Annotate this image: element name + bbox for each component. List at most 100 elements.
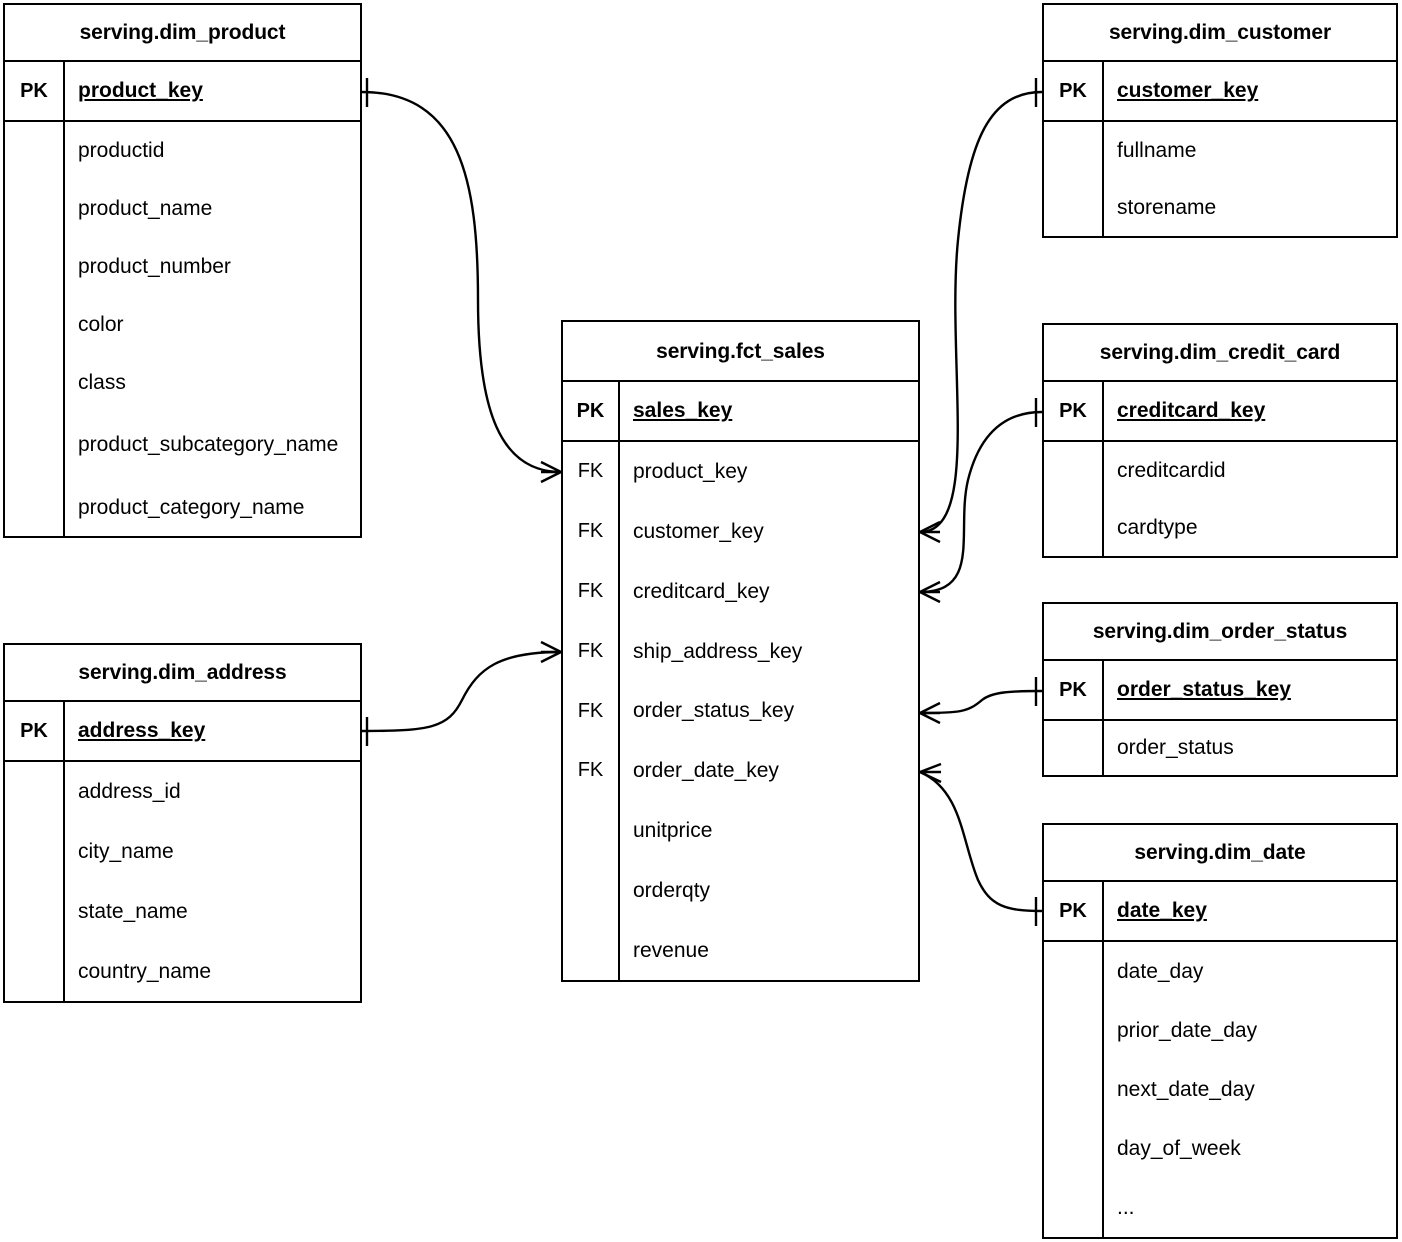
attribute-row: revenue — [563, 920, 918, 981]
entity-fct-sales[interactable]: serving.fct_sales PK sales_key FK produc… — [561, 320, 920, 982]
attribute-list-dim-customer: fullname storename — [1044, 122, 1396, 236]
attribute-row: FK order_status_key — [563, 681, 918, 741]
attribute-key — [5, 762, 65, 822]
attribute-row: product_subcategory_name — [5, 411, 360, 479]
entity-title-dim-date: serving.dim_date — [1044, 825, 1396, 882]
attribute-name: ... — [1117, 1195, 1135, 1219]
attribute-name: orderqty — [633, 878, 711, 902]
attribute-key — [5, 353, 65, 412]
relationship-product — [361, 78, 562, 484]
pk-marker: PK — [5, 702, 65, 760]
attribute-row: FK ship_address_key — [563, 621, 918, 682]
attribute-row: state_name — [5, 881, 360, 942]
attribute-key: FK — [563, 442, 620, 502]
attribute-key — [1044, 1001, 1104, 1060]
attribute-name: productid — [78, 139, 165, 163]
attribute-row: prior_date_day — [1044, 1001, 1396, 1060]
attribute-row: next_date_day — [1044, 1060, 1396, 1119]
attribute-name: country_name — [78, 959, 212, 983]
crowsfoot-customer — [919, 520, 941, 544]
relationship-address — [361, 640, 562, 746]
attribute-row: FK order_date_key — [563, 740, 918, 801]
attribute-name: city_name — [78, 840, 174, 864]
attribute-key — [563, 860, 620, 921]
crowsfoot-address — [540, 640, 562, 664]
pk-column-name: customer_key — [1117, 79, 1259, 103]
attribute-row: ... — [1044, 1178, 1396, 1237]
attribute-name: product_key — [633, 460, 748, 484]
attribute-row: product_category_name — [5, 478, 360, 537]
attribute-key — [5, 295, 65, 354]
relationship-creditcard — [919, 398, 1043, 604]
attribute-name: cardtype — [1117, 515, 1198, 539]
attribute-name: prior_date_day — [1117, 1018, 1258, 1042]
attribute-row: color — [5, 295, 360, 354]
attribute-list-dim-product: productid product_name product_number co… — [5, 122, 360, 537]
pk-column-name: date_key — [1117, 899, 1207, 923]
relationship-orderstatus — [919, 677, 1043, 725]
entity-title-dim-product: serving.dim_product — [5, 5, 360, 62]
attribute-row: fullname — [1044, 122, 1396, 179]
attribute-row: day_of_week — [1044, 1119, 1396, 1178]
attribute-name: order_status — [1117, 736, 1234, 760]
pk-column-name: order_status_key — [1117, 678, 1291, 702]
attribute-name: creditcardid — [1117, 458, 1226, 482]
attribute-key — [5, 122, 65, 180]
attribute-key — [5, 478, 65, 537]
attribute-key — [563, 920, 620, 981]
attribute-name: day_of_week — [1117, 1136, 1241, 1160]
attribute-key — [1044, 1178, 1104, 1237]
attribute-key — [5, 941, 65, 1001]
attribute-row: order_status — [1044, 721, 1396, 775]
pk-marker: PK — [1044, 661, 1104, 719]
attribute-name: next_date_day — [1117, 1077, 1255, 1101]
crowsfoot-orderstatus — [919, 701, 941, 725]
pk-column-name: creditcard_key — [1117, 399, 1266, 423]
attribute-row: address_id — [5, 762, 360, 822]
attribute-key — [1044, 1119, 1104, 1178]
attribute-name: ship_address_key — [633, 639, 803, 663]
pk-row-dim-product: PK product_key — [5, 62, 360, 122]
pk-marker: PK — [5, 62, 65, 120]
attribute-key: FK — [563, 501, 620, 562]
entity-dim-order-status[interactable]: serving.dim_order_status PK order_status… — [1042, 602, 1398, 777]
crowsfoot-product — [540, 460, 562, 484]
entity-title-fct-sales: serving.fct_sales — [563, 322, 918, 382]
attribute-row: FK creditcard_key — [563, 561, 918, 622]
entity-title-dim-credit-card: serving.dim_credit_card — [1044, 325, 1396, 382]
entity-dim-credit-card[interactable]: serving.dim_credit_card PK creditcard_ke… — [1042, 323, 1398, 558]
entity-dim-address[interactable]: serving.dim_address PK address_key addre… — [3, 643, 362, 1003]
attribute-name: product_name — [78, 197, 213, 221]
pk-row-dim-credit-card: PK creditcard_key — [1044, 382, 1396, 442]
attribute-name: date_day — [1117, 959, 1204, 983]
attribute-name: product_category_name — [78, 495, 305, 519]
entity-title-dim-customer: serving.dim_customer — [1044, 5, 1396, 62]
attribute-row: product_name — [5, 179, 360, 238]
attribute-key: FK — [563, 740, 620, 801]
pk-row-dim-address: PK address_key — [5, 702, 360, 762]
attribute-key — [1044, 122, 1104, 179]
attribute-key — [1044, 442, 1104, 499]
attribute-list-dim-date: date_day prior_date_day next_date_day da… — [1044, 942, 1396, 1237]
attribute-key — [1044, 499, 1104, 556]
pk-marker: PK — [1044, 382, 1104, 440]
attribute-row: FK product_key — [563, 442, 918, 502]
attribute-list-fct-sales: FK product_key FK customer_key FK credit… — [563, 442, 918, 981]
attribute-name: unitprice — [633, 819, 713, 843]
attribute-name: product_number — [78, 255, 231, 279]
attribute-row: city_name — [5, 821, 360, 882]
attribute-key — [5, 179, 65, 238]
attribute-row: unitprice — [563, 800, 918, 861]
entity-dim-date[interactable]: serving.dim_date PK date_key date_day pr… — [1042, 823, 1398, 1239]
entity-dim-product[interactable]: serving.dim_product PK product_key produ… — [3, 3, 362, 538]
pk-marker: PK — [1044, 882, 1104, 940]
attribute-name: order_date_key — [633, 759, 779, 783]
attribute-list-dim-address: address_id city_name state_name country_… — [5, 762, 360, 1001]
attribute-row: productid — [5, 122, 360, 180]
attribute-key — [563, 800, 620, 861]
pk-row-dim-customer: PK customer_key — [1044, 62, 1396, 122]
attribute-key — [5, 881, 65, 942]
entity-dim-customer[interactable]: serving.dim_customer PK customer_key ful… — [1042, 3, 1398, 238]
attribute-row: date_day — [1044, 942, 1396, 1001]
